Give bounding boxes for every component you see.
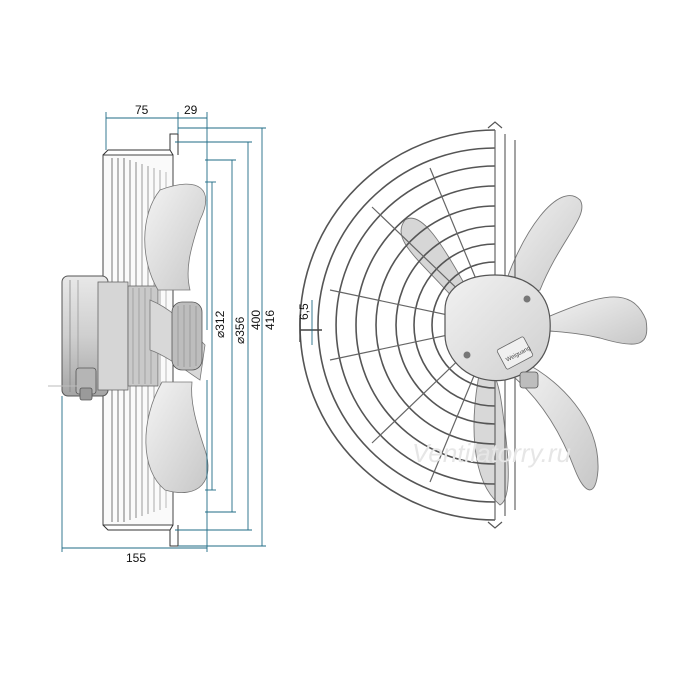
front-feet [487, 121, 503, 529]
dim-312-label: ⌀312 [213, 310, 227, 338]
mounting-tab: 6,5 [297, 300, 322, 345]
blades-side [144, 183, 209, 493]
motor-hub: Weiguang [444, 274, 551, 389]
screw-icon [523, 295, 531, 303]
side-view: 75 29 155 ⌀312 ⌀356 400 416 [48, 103, 277, 565]
dim-155-label: 155 [126, 551, 146, 565]
dim-400-label: 400 [249, 310, 263, 330]
blades-front [400, 195, 648, 506]
watermark-text: Ventilatorry.ru [412, 438, 571, 468]
dim-6-5-label: 6,5 [297, 303, 311, 320]
screw-icon [463, 351, 471, 359]
cable-gland-icon [519, 371, 539, 389]
dim-356-label: ⌀356 [233, 316, 247, 344]
front-view: 6,5 Weiguang [297, 121, 648, 529]
dim-75-label: 75 [135, 103, 149, 117]
dim-416-label: 416 [263, 310, 277, 330]
dim-29-label: 29 [184, 103, 198, 117]
motor-body [48, 275, 159, 401]
side-dimensions: 75 29 155 ⌀312 ⌀356 400 416 [61, 103, 277, 565]
